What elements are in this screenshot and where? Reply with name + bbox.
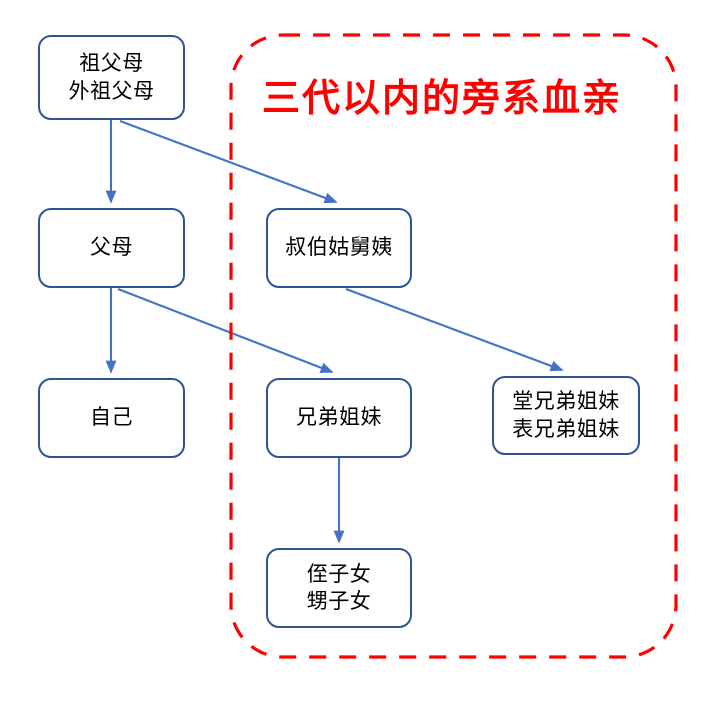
edge-parents-to-siblings — [117, 288, 334, 373]
node-nieces-nephews-line1: 侄子女 — [306, 562, 372, 586]
node-grandparents-line1: 祖父母 — [79, 52, 144, 76]
node-self-line1: 自己 — [90, 406, 133, 430]
node-parents-line1: 父母 — [90, 236, 133, 260]
node-siblings[interactable]: 兄弟姐妹 — [266, 378, 412, 458]
edge-uncles-aunts-to-cousins — [345, 288, 564, 372]
edge-grandparents-to-uncles-aunts — [119, 120, 338, 204]
node-siblings-line1: 兄弟姐妹 — [296, 406, 382, 430]
node-cousins[interactable]: 堂兄弟姐妹 表兄弟姐妹 — [492, 376, 640, 455]
region-title-collateral-relatives: 三代以内的旁系血亲 — [262, 78, 623, 120]
node-uncles-aunts[interactable]: 叔伯姑舅姨 — [266, 208, 412, 288]
node-parents[interactable]: 父母 — [38, 208, 185, 288]
node-nieces-nephews-line2: 甥子女 — [306, 590, 372, 613]
node-nieces-nephews[interactable]: 侄子女 甥子女 — [266, 548, 412, 628]
node-uncles-aunts-line1: 叔伯姑舅姨 — [285, 236, 393, 260]
node-cousins-line1: 堂兄弟姐妹 — [512, 390, 620, 414]
node-grandparents-line2: 外祖父母 — [68, 79, 155, 103]
node-self[interactable]: 自己 — [38, 378, 185, 458]
node-grandparents[interactable]: 祖父母 外祖父母 — [38, 35, 185, 120]
node-cousins-line2: 表兄弟姐妹 — [512, 417, 620, 441]
